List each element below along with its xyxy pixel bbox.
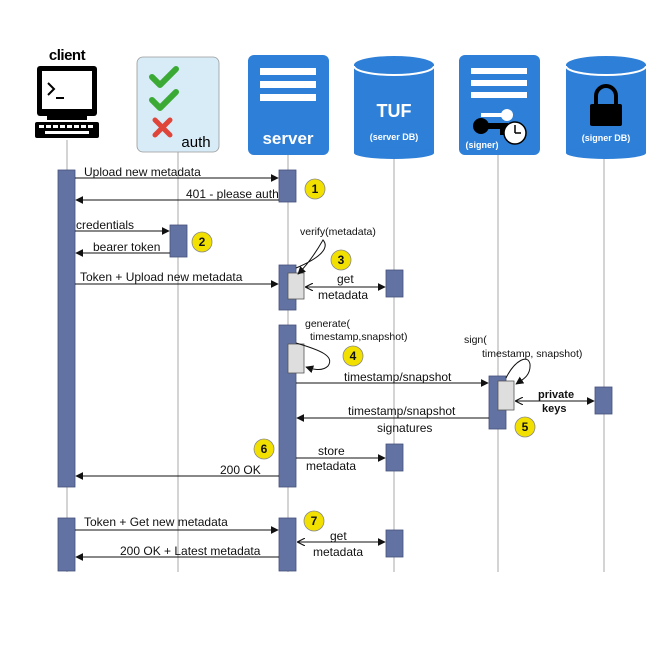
msg-token-upload: Token + Upload new metadata [80, 270, 243, 284]
step-badges: 1 2 3 4 5 6 7 [191, 178, 536, 532]
step-badge-1: 1 [304, 178, 326, 200]
participant-tuf: TUF (server DB) [353, 56, 435, 159]
clock-icon [503, 121, 527, 145]
svg-text:4: 4 [350, 349, 357, 363]
database-icon [565, 56, 647, 159]
tuf-subtitle: (server DB) [370, 132, 419, 142]
msg-generate-b: timestamp,snapshot) [310, 331, 407, 343]
step-badge-3: 3 [330, 249, 352, 271]
self-call-boxes [287, 272, 515, 411]
msg-ts-snapshot: timestamp/snapshot [344, 370, 452, 384]
msg-token-get: Token + Get new metadata [84, 515, 228, 529]
activation-client-2 [57, 517, 76, 572]
msg-get-1b: metadata [318, 288, 368, 302]
msg-store-b: metadata [306, 459, 356, 473]
x-mark-icon [152, 117, 173, 138]
signer-subtitle: (signer) [465, 140, 498, 150]
msg-get-2a: get [330, 529, 347, 543]
activation-tuf-1 [385, 269, 404, 298]
svg-text:2: 2 [199, 235, 206, 249]
msg-store-a: store [318, 444, 345, 458]
participant-server: server [248, 55, 329, 155]
msg-bearer: bearer token [93, 240, 160, 254]
participant-client: client [35, 47, 99, 138]
msg-credentials: credentials [76, 218, 134, 232]
msg-get-2b: metadata [313, 545, 363, 559]
svg-text:7: 7 [311, 514, 318, 528]
svg-text:6: 6 [261, 442, 268, 456]
msg-upload: Upload new metadata [84, 165, 201, 179]
step-badge-7: 7 [303, 510, 325, 532]
participant-signer-db: (signer DB) [565, 56, 647, 159]
msg-ok: 200 OK [220, 463, 261, 477]
svg-text:5: 5 [522, 420, 529, 434]
msg-ts-snapshot-back: timestamp/snapshot [348, 404, 456, 418]
arrows [75, 174, 594, 561]
msg-sign-b: timestamp, snapshot) [482, 348, 582, 360]
server-stack-icon [260, 68, 316, 101]
activation-client-1 [57, 169, 76, 488]
terminal-icon [35, 66, 99, 138]
database-icon [353, 56, 435, 159]
msg-generate-a: generate( [305, 318, 350, 330]
activation-server-1 [278, 169, 297, 203]
msg-get-1a: get [337, 272, 354, 286]
lock-icon [590, 84, 622, 126]
activation-server-4 [278, 517, 297, 572]
message-labels: Upload new metadata 401 - please auth cr… [76, 165, 582, 559]
server-title: server [262, 129, 313, 148]
client-title: client [49, 47, 86, 64]
msg-private-b: keys [542, 403, 566, 415]
activation-signer-db [594, 386, 613, 415]
step-badge-5: 5 [514, 416, 536, 438]
svg-text:3: 3 [338, 253, 345, 267]
auth-title: auth [181, 134, 210, 151]
msg-signatures: signatures [377, 421, 432, 435]
msg-verify: verify(metadata) [300, 226, 376, 238]
step-badge-4: 4 [342, 345, 364, 367]
server-stack-icon [471, 68, 527, 98]
signer-db-subtitle: (signer DB) [582, 133, 631, 143]
participant-signer: (signer) [459, 55, 540, 155]
step-badge-2: 2 [191, 231, 213, 253]
checkmark-icon [149, 89, 179, 111]
msg-private-a: private [538, 389, 574, 401]
key-icon [473, 109, 513, 135]
activation-tuf-3 [385, 529, 404, 558]
activation-tuf-2 [385, 443, 404, 472]
activation-auth [169, 224, 188, 258]
participant-auth: auth [136, 56, 220, 153]
tuf-title: TUF [377, 101, 412, 121]
msg-sign-a: sign( [464, 334, 487, 346]
checkmark-icon [149, 66, 179, 88]
step-badge-6: 6 [253, 438, 275, 460]
msg-unauth: 401 - please auth [186, 187, 279, 201]
msg-ok-latest: 200 OK + Latest metadata [120, 544, 261, 558]
svg-text:1: 1 [312, 182, 319, 196]
